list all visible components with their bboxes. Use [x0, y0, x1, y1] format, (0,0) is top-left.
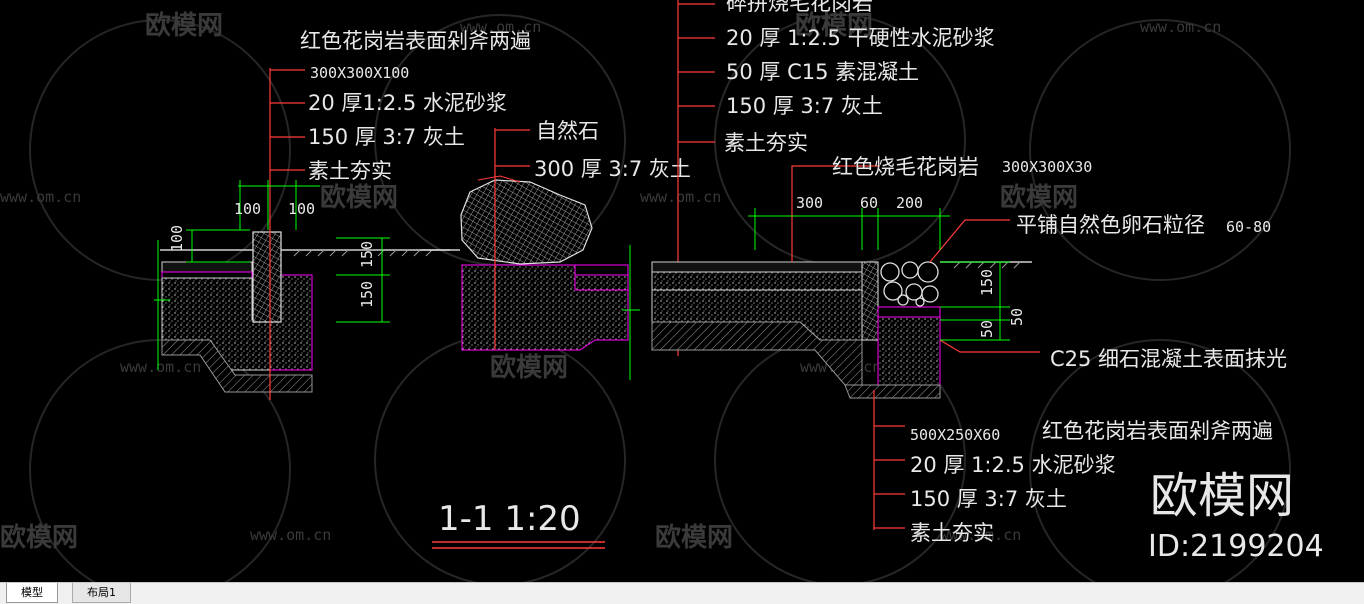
label-mortar: 20 厚1:2.5 水泥砂浆 [308, 91, 507, 115]
label-lime-soil: 150 厚 3:7 灰土 [726, 94, 883, 118]
logo-watermark: 欧模网 [1150, 468, 1294, 524]
label-compacted-soil: 素土夯实 [308, 159, 392, 183]
label-pebble-size: 60-80 [1226, 218, 1271, 236]
watermarks: 欧模网 www.om.cn 欧模网 www.om.cn www.om.cn 欧模… [0, 10, 1324, 564]
layout-tab-bar: 模型 布局1 [0, 582, 1364, 604]
cad-model-space[interactable]: 欧模网 www.om.cn 欧模网 www.om.cn www.om.cn 欧模… [0, 0, 1364, 582]
watermark-url: www.om.cn [0, 188, 81, 206]
watermark-url: www.om.cn [1140, 18, 1221, 36]
dim-300: 300 [796, 194, 823, 212]
bottom-callout: 500X250X60 红色花岗岩表面剁斧两遍 20 厚 1:2.5 水泥砂浆 1… [873, 390, 1273, 545]
dim-side-50a: 50 [1008, 308, 1026, 326]
tab-model[interactable]: 模型 [6, 583, 58, 603]
label-dry-mortar: 20 厚 1:2.5 干硬性水泥砂浆 [726, 26, 995, 50]
label-pebbles: 平铺自然色卵石粒径 [1016, 213, 1205, 237]
dim-left-100a: 100 [234, 200, 261, 218]
dim-left-150a: 150 [358, 241, 376, 268]
label-c15-concrete: 50 厚 C15 素混凝土 [726, 60, 919, 84]
watermark-brand: 欧模网 [145, 10, 223, 41]
dim-side-50b: 50 [978, 320, 996, 338]
label-compacted-soil: 素土夯实 [910, 521, 994, 545]
right-detail: 红色烧毛花岗岩 300X300X30 300 60 200 平铺自然色卵石粒径 … [651, 155, 1287, 399]
dim-60: 60 [860, 194, 878, 212]
watermark-brand: 欧模网 [490, 352, 568, 383]
label-mortar: 20 厚 1:2.5 水泥砂浆 [910, 453, 1116, 477]
label-natural-stone: 自然石 [536, 119, 599, 143]
label-c25-concrete: C25 细石混凝土表面抹光 [1050, 347, 1287, 371]
label-red-granite: 红色花岗岩表面剁斧两遍 [300, 29, 531, 53]
dim-left-100b: 100 [288, 200, 315, 218]
center-callout: 碎拼烧毛花岗岩 20 厚 1:2.5 干硬性水泥砂浆 50 厚 C15 素混凝土… [677, 0, 995, 356]
dim-side-150: 150 [978, 269, 996, 296]
watermark-brand: 欧模网 [655, 522, 733, 553]
label-paver-size: 500X250X60 [910, 426, 1000, 444]
label-stone-size: 300X300X100 [310, 64, 409, 82]
watermark-url: www.om.cn [640, 188, 721, 206]
section-title: 1-1 1:20 [432, 499, 605, 549]
middle-detail: 自然石 300 厚 3:7 灰土 [420, 119, 691, 380]
label-lime-soil: 150 厚 3:7 灰土 [910, 487, 1067, 511]
label-crushed-granite: 碎拼烧毛花岗岩 [726, 0, 873, 15]
watermark-url: www.om.cn [120, 358, 201, 376]
left-detail: 红色花岗岩表面剁斧两遍 300X300X100 20 厚1:2.5 水泥砂浆 1… [154, 29, 531, 400]
watermark-brand: 欧模网 [320, 182, 398, 213]
label-red-granite-axe: 红色花岗岩表面剁斧两遍 [1042, 419, 1273, 443]
label-granite-size: 300X300X30 [1002, 158, 1092, 176]
cad-drawing: 欧模网 www.om.cn 欧模网 www.om.cn www.om.cn 欧模… [0, 0, 1324, 582]
label-lime-soil: 150 厚 3:7 灰土 [308, 125, 465, 149]
tab-layout1[interactable]: 布局1 [72, 583, 131, 603]
label-flamed-red-granite: 红色烧毛花岗岩 [832, 155, 979, 179]
watermark-url: www.om.cn [460, 18, 541, 36]
watermark-url: www.om.cn [940, 526, 1021, 544]
label-compacted-soil: 素土夯实 [724, 131, 808, 155]
label-lime-soil-300: 300 厚 3:7 灰土 [534, 157, 691, 181]
id-watermark: ID:2199204 [1148, 529, 1324, 564]
watermark-brand: 欧模网 [1000, 182, 1078, 213]
section-title-text: 1-1 1:20 [438, 499, 581, 539]
watermark-circles [29, 14, 1291, 582]
watermark-brand: 欧模网 [795, 10, 873, 41]
dim-left-100c: 100 [168, 225, 186, 252]
watermark-url: www.om.cn [250, 526, 331, 544]
watermark-brand: 欧模网 [0, 522, 78, 553]
dim-left-150b: 150 [358, 281, 376, 308]
dim-200: 200 [896, 194, 923, 212]
